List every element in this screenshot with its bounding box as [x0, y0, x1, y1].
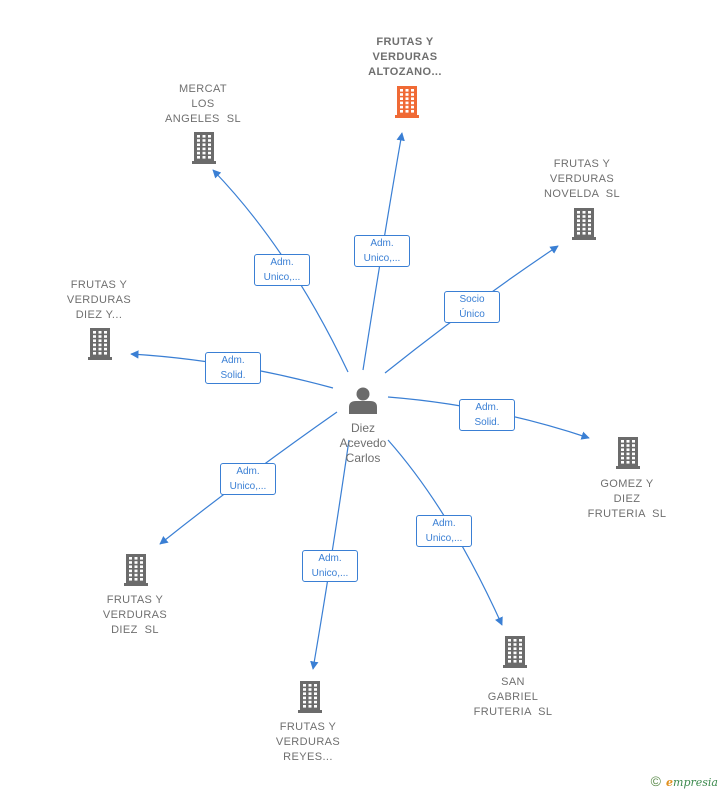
building-icon-diezsl[interactable] [124, 554, 148, 586]
building-icon-sangabriel[interactable] [503, 636, 527, 668]
brand-initial: e [666, 776, 674, 789]
company-name-novelda[interactable]: FRUTAS Y VERDURAS NOVELDA SL [544, 158, 620, 200]
relation-label-diezsl[interactable]: Adm. Unico,... [220, 463, 276, 495]
company-name-diezy[interactable]: FRUTAS Y VERDURAS DIEZ Y... [66, 279, 132, 321]
building-icon-gomez[interactable] [616, 437, 640, 469]
building-icon-mercat[interactable] [192, 132, 216, 164]
relation-label-sangabriel[interactable]: Adm. Unico,... [416, 515, 472, 547]
footer-brand: © empresia [651, 773, 718, 789]
brand-name: mpresia [673, 776, 718, 789]
relation-label-novelda[interactable]: Socio Único [444, 291, 500, 323]
icons-layer [88, 86, 640, 713]
building-icon-novelda[interactable] [572, 208, 596, 240]
relation-label-gomez[interactable]: Adm. Solid. [459, 399, 515, 431]
relation-label-diezy[interactable]: Adm. Solid. [205, 352, 261, 384]
company-name-mercat[interactable]: MERCAT LOS ANGELES SL [165, 83, 241, 125]
building-icon-diezy[interactable] [88, 328, 112, 360]
building-icon-altozano[interactable] [395, 86, 419, 118]
relation-label-altozano[interactable]: Adm. Unico,... [354, 235, 410, 267]
center-person-name[interactable]: Diez Acevedo Carlos [339, 421, 387, 465]
company-name-reyes[interactable]: FRUTAS Y VERDURAS REYES... [275, 721, 341, 763]
company-name-gomez[interactable]: GOMEZ Y DIEZ FRUTERIA SL [587, 478, 667, 520]
company-name-diezsl[interactable]: FRUTAS Y VERDURAS DIEZ SL [102, 594, 168, 636]
person-icon[interactable] [349, 387, 377, 415]
relation-label-reyes[interactable]: Adm. Unico,... [302, 550, 358, 582]
copyright-icon: © [650, 773, 661, 789]
company-name-sangabriel[interactable]: SAN GABRIEL FRUTERIA SL [473, 676, 553, 718]
company-name-altozano[interactable]: FRUTAS Y VERDURAS ALTOZANO... [368, 36, 442, 78]
building-icon-reyes[interactable] [298, 681, 322, 713]
relation-label-mercat[interactable]: Adm. Unico,... [254, 254, 310, 286]
